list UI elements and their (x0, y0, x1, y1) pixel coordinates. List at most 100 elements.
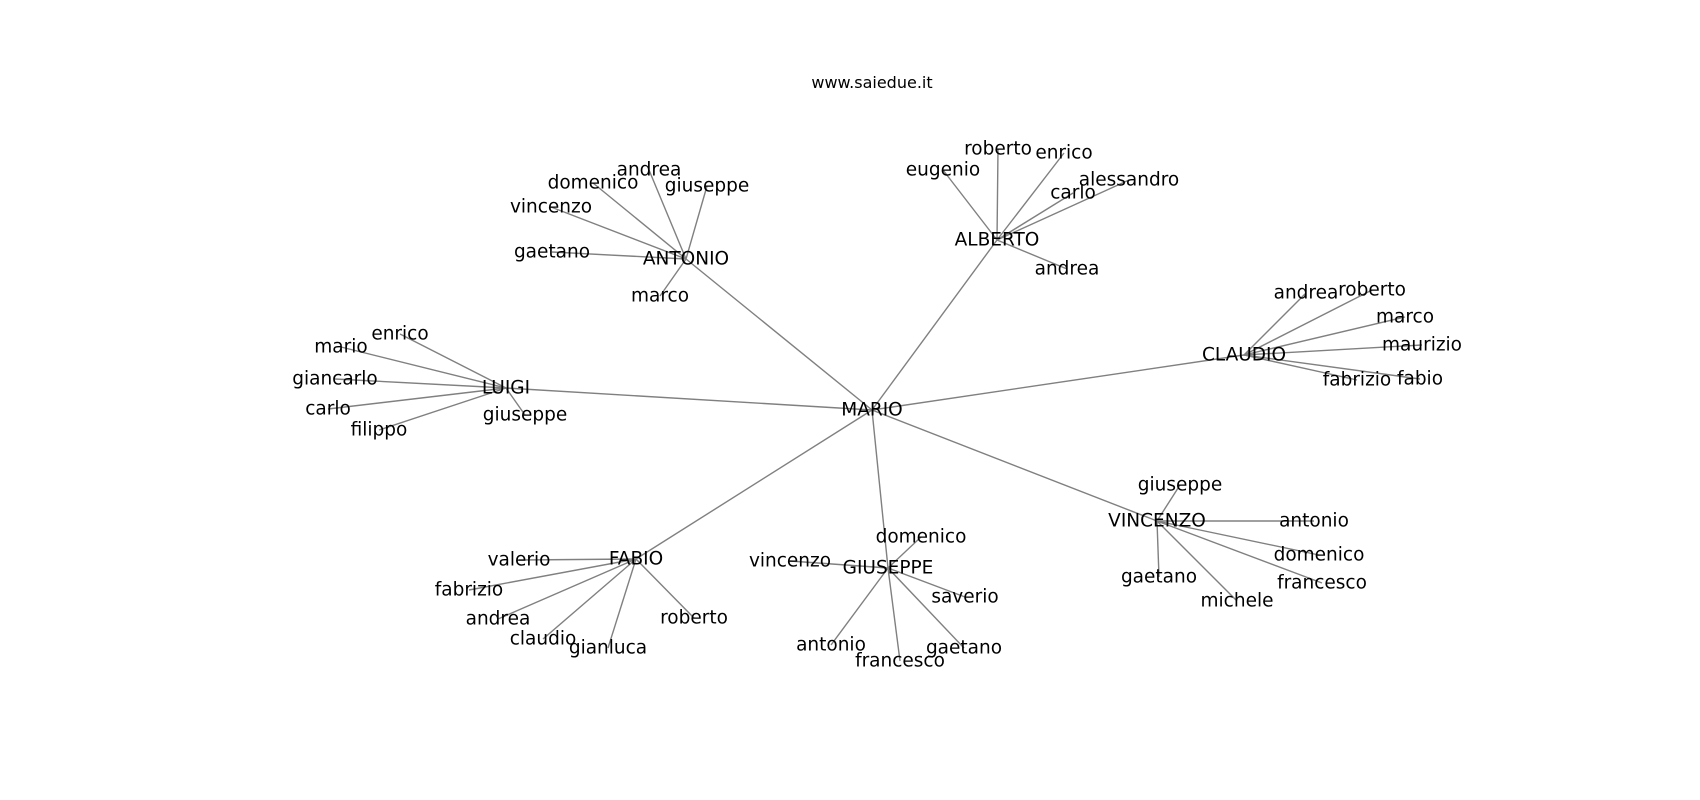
edge-giuseppe-francesco (887, 567, 901, 662)
node-vincenzo-francesco: francesco (1277, 573, 1367, 594)
node-antonio-marco: marco (631, 286, 689, 307)
edge-fabio-gianluca (607, 558, 637, 649)
node-luigi-carlo: carlo (305, 399, 351, 420)
edge-antonio-giuseppe (685, 185, 708, 260)
edge-alberto-carlo (996, 192, 1074, 241)
node-alberto: ALBERTO (955, 230, 1040, 251)
node-antonio: ANTONIO (643, 249, 729, 270)
node-antonio-giuseppe: giuseppe (665, 176, 750, 197)
edge-antonio-andrea (648, 169, 687, 260)
edge-claudio-fabio (1243, 354, 1421, 380)
node-fabio-fabrizio: fabrizio (435, 580, 504, 601)
edge-fabio-valerio (518, 558, 637, 561)
node-luigi-enrico: enrico (371, 324, 428, 345)
node-alberto-andrea: andrea (1035, 259, 1100, 280)
edge-claudio-roberto (1243, 289, 1373, 356)
node-vincenzo-giuseppe: giuseppe (1138, 475, 1223, 496)
node-fabio-andrea: andrea (466, 609, 531, 630)
edge-luigi-filippo (378, 387, 507, 431)
edge-antonio-vincenzo (550, 206, 687, 260)
node-luigi: LUIGI (482, 378, 530, 399)
edge-alberto-enrico (996, 152, 1065, 241)
node-antonio-domenico: domenico (548, 173, 639, 194)
node-luigi-giuseppe: giuseppe (483, 405, 568, 426)
edges-layer (327, 148, 1423, 662)
edge-giuseppe-antonio (830, 567, 889, 646)
node-vincenzo-gaetano: gaetano (1121, 567, 1197, 588)
node-fabio-gianluca: gianluca (569, 638, 647, 659)
edge-fabio-roberto (635, 558, 695, 619)
edge-fabio-andrea (497, 558, 637, 620)
node-vincenzo-michele: michele (1201, 591, 1274, 612)
node-luigi-giancarlo: giancarlo (292, 369, 378, 390)
node-giuseppe-saverio: saverio (931, 587, 998, 608)
edge-vincenzo-michele (1156, 520, 1238, 602)
edge-fabio-claudio (542, 558, 637, 640)
node-claudio-fabio: fabio (1397, 369, 1443, 390)
edge-giuseppe-gaetano (887, 567, 965, 649)
node-fabio: FABIO (609, 549, 663, 570)
node-giuseppe-francesco: francesco (855, 651, 945, 672)
edge-claudio-marco (1243, 316, 1406, 356)
node-giuseppe-domenico: domenico (876, 527, 967, 548)
node-vincenzo: VINCENZO (1108, 511, 1206, 532)
node-alberto-eugenio: eugenio (906, 160, 980, 181)
node-claudio-roberto: roberto (1338, 280, 1406, 301)
node-fabio-claudio: claudio (510, 629, 577, 650)
edge-alberto-eugenio (942, 169, 998, 241)
node-giuseppe-vincenzo: vincenzo (749, 551, 831, 572)
node-alberto-carlo: carlo (1050, 183, 1096, 204)
edge-mario-claudio (871, 354, 1245, 411)
edge-luigi-carlo (327, 387, 507, 410)
node-claudio: CLAUDIO (1202, 345, 1286, 366)
edge-luigi-giuseppe (505, 387, 526, 416)
node-alberto-enrico: enrico (1035, 143, 1092, 164)
edge-vincenzo-gaetano (1156, 520, 1160, 578)
edge-giuseppe-domenico (887, 536, 922, 569)
edge-mario-alberto (871, 239, 998, 411)
edge-mario-vincenzo (871, 409, 1158, 522)
node-claudio-fabrizio: fabrizio (1323, 370, 1392, 391)
node-alberto-alessandro: alessandro (1079, 170, 1179, 191)
node-luigi-filippo: filippo (351, 420, 408, 441)
node-giuseppe: GIUSEPPE (843, 558, 934, 579)
graph-title: www.saiedue.it (811, 73, 932, 92)
edge-luigi-enrico (399, 333, 507, 389)
node-luigi-mario: mario (314, 337, 367, 358)
node-mario: MARIO (841, 400, 903, 421)
edge-mario-giuseppe (871, 409, 889, 569)
node-claudio-marco: marco (1376, 307, 1434, 328)
node-claudio-andrea: andrea (1274, 283, 1339, 304)
node-antonio-vincenzo: vincenzo (510, 197, 592, 218)
edge-antonio-marco (659, 258, 687, 297)
edge-claudio-andrea (1243, 292, 1307, 356)
edge-alberto-roberto (996, 148, 999, 241)
node-giuseppe-antonio: antonio (796, 635, 866, 656)
edge-luigi-giancarlo (334, 378, 507, 389)
node-fabio-roberto: roberto (660, 608, 728, 629)
node-fabio-valerio: valerio (488, 550, 551, 571)
edge-giuseppe-vincenzo (789, 560, 889, 569)
node-alberto-roberto: roberto (964, 139, 1032, 160)
edge-vincenzo-francesco (1156, 520, 1323, 584)
edge-giuseppe-saverio (887, 567, 966, 598)
edge-fabio-fabrizio (468, 558, 637, 591)
edge-vincenzo-domenico (1156, 520, 1320, 556)
edge-mario-antonio (685, 258, 873, 411)
node-vincenzo-domenico: domenico (1274, 545, 1365, 566)
node-vincenzo-antonio: antonio (1279, 511, 1349, 532)
edge-claudio-fabrizio (1243, 354, 1358, 381)
edge-mario-luigi (505, 387, 873, 411)
edge-mario-fabio (635, 409, 873, 560)
edge-alberto-andrea (996, 239, 1068, 270)
node-antonio-gaetano: gaetano (514, 242, 590, 263)
labels-layer: MARIO ANTONIO andrea domenico giuseppe vincen… (292, 139, 1462, 672)
node-giuseppe-gaetano: gaetano (926, 638, 1002, 659)
edge-antonio-gaetano (551, 251, 687, 260)
node-claudio-maurizio: maurizio (1382, 335, 1462, 356)
edge-claudio-maurizio (1243, 344, 1423, 356)
edge-vincenzo-giuseppe (1156, 484, 1181, 522)
edge-alberto-alessandro (996, 179, 1130, 241)
edge-antonio-domenico (592, 182, 687, 260)
